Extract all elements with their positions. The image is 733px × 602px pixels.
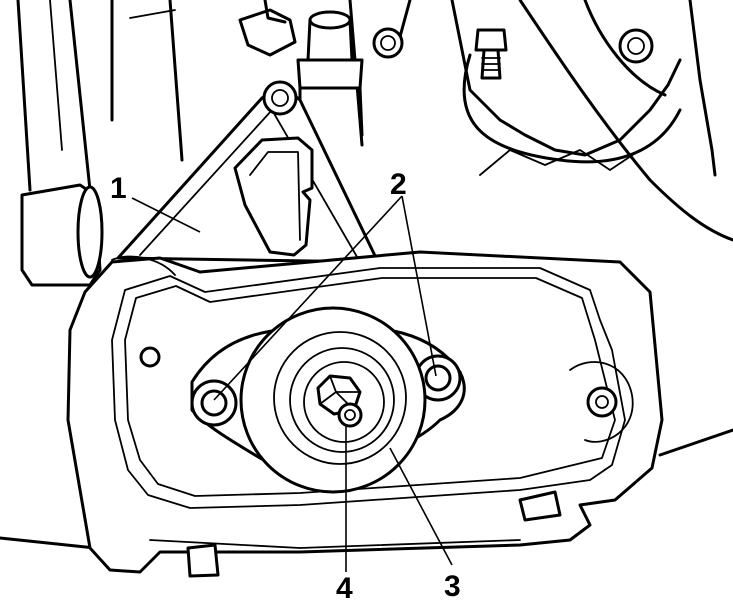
bushing-face [76, 185, 104, 279]
locating-pin [139, 346, 161, 368]
bottom-tab-left [186, 543, 220, 578]
callout-2: 2 [390, 168, 407, 201]
leader-lines [131, 195, 453, 572]
background-frame [0, 0, 733, 550]
callout-4: 4 [336, 572, 353, 602]
bracket-pin [262, 80, 298, 116]
mounting-bracket [116, 80, 380, 264]
leader-3 [389, 447, 453, 566]
bolt-top-right [618, 28, 654, 64]
callout-3: 3 [444, 570, 461, 602]
right-mount-hole [586, 386, 618, 418]
leader-1 [131, 197, 201, 233]
hook-tab [233, 136, 314, 257]
actuator-body [239, 306, 427, 494]
stud-top-right [474, 28, 508, 80]
bottom-tab-right [518, 490, 562, 522]
mounting-bolt-left [190, 379, 238, 427]
leader-2a [213, 195, 403, 401]
actuator-shaft [337, 402, 363, 428]
upper-shaft [296, 10, 364, 137]
bolt-top-middle [372, 27, 404, 59]
callout-1: 1 [110, 172, 127, 205]
callout-labels: 1 2 3 4 [110, 168, 461, 602]
leader-2b [401, 195, 437, 377]
